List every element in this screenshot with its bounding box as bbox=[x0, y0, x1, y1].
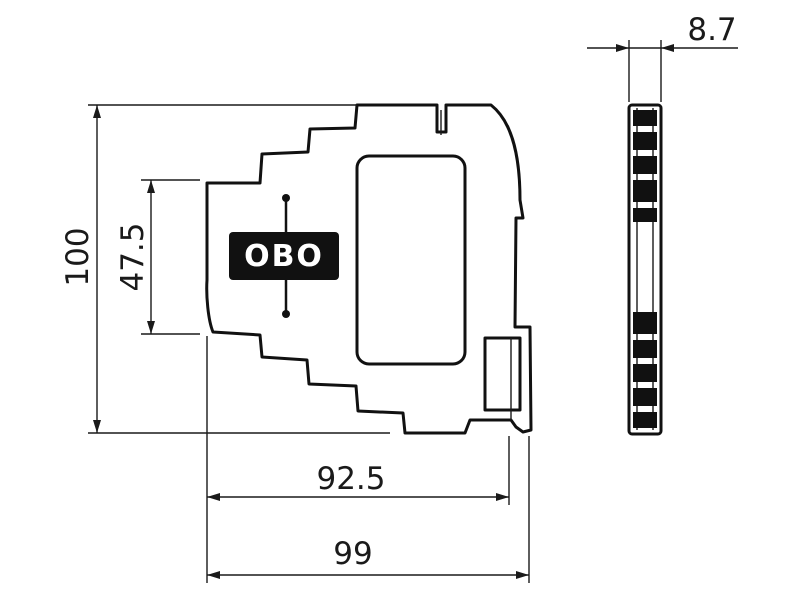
front-outline bbox=[627, 103, 663, 436]
arrowhead bbox=[93, 420, 101, 433]
rail-clip bbox=[483, 336, 522, 412]
arrowhead bbox=[207, 571, 220, 579]
arrowhead bbox=[661, 44, 674, 52]
dimension-label-100: 100 bbox=[60, 227, 96, 286]
arrowhead bbox=[93, 105, 101, 118]
arrowhead bbox=[496, 493, 509, 501]
logo-dot-top bbox=[282, 194, 290, 202]
terminal-block bbox=[633, 340, 657, 358]
obo-logo: OBO bbox=[229, 194, 339, 318]
device-outline bbox=[205, 103, 533, 435]
terminal-block bbox=[633, 208, 657, 222]
dimension-label-47-5: 47.5 bbox=[115, 222, 151, 291]
dimension-100: 100 bbox=[60, 104, 390, 434]
dimension-92-5: 92.5 bbox=[206, 336, 510, 583]
dimension-99: 99 bbox=[207, 436, 530, 583]
logo-plate bbox=[229, 232, 339, 280]
arrowhead bbox=[147, 180, 155, 193]
logo-dot-bottom bbox=[282, 310, 290, 318]
terminal-block bbox=[633, 412, 657, 428]
arrowhead bbox=[516, 571, 529, 579]
dimension-label-92-5: 92.5 bbox=[316, 461, 385, 497]
front-terminals bbox=[633, 110, 657, 428]
label-window bbox=[355, 154, 467, 366]
terminal-block bbox=[633, 388, 657, 406]
dimension-label-99: 99 bbox=[333, 536, 372, 572]
arrowhead bbox=[207, 493, 220, 501]
dimension-label-8-7: 8.7 bbox=[687, 12, 736, 48]
side-view: OBO bbox=[205, 103, 533, 435]
dimension-8-7: 8.7 bbox=[587, 12, 738, 102]
logo-text: OBO bbox=[244, 239, 324, 274]
terminal-block bbox=[633, 156, 657, 174]
terminal-block bbox=[633, 110, 657, 126]
terminal-block bbox=[633, 180, 657, 202]
arrowhead bbox=[616, 44, 629, 52]
arrowhead bbox=[147, 321, 155, 334]
terminal-block bbox=[633, 312, 657, 334]
terminal-block bbox=[633, 364, 657, 382]
dimension-47-5: 47.5 bbox=[115, 179, 200, 335]
terminal-block bbox=[633, 132, 657, 150]
front-view bbox=[627, 103, 663, 436]
